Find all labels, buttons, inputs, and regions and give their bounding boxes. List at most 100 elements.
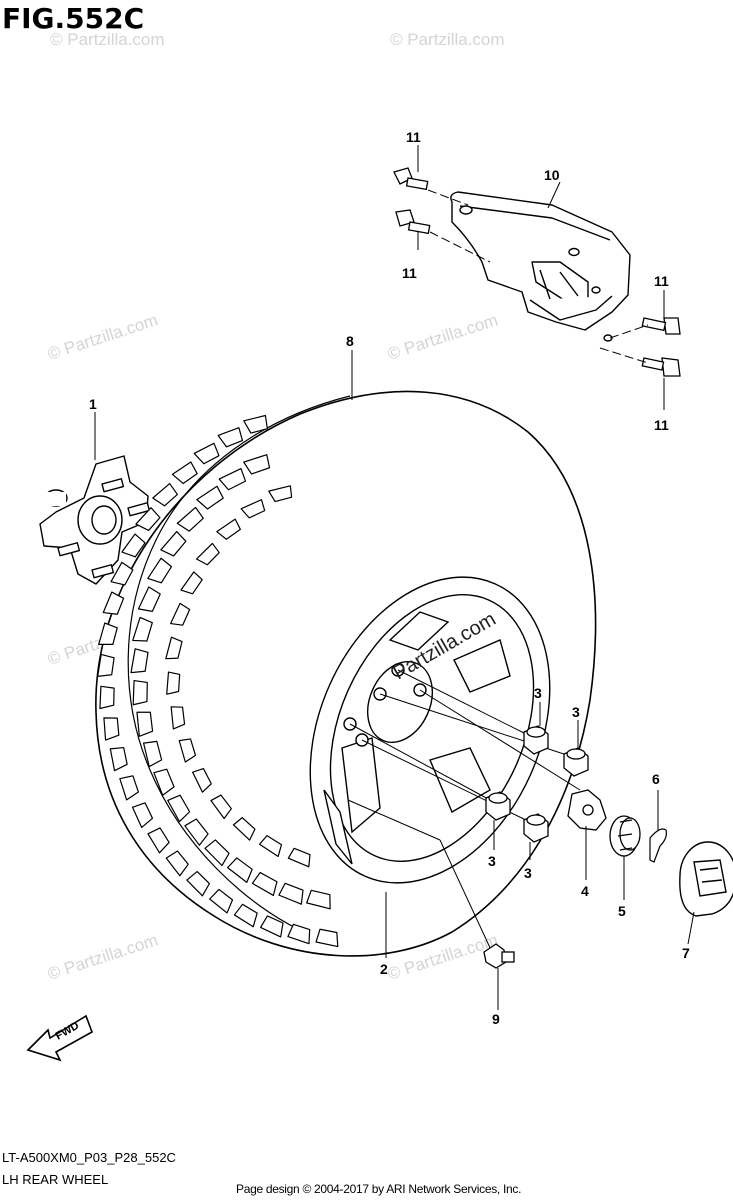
callout-3: 3 xyxy=(572,704,580,720)
tread-block xyxy=(102,591,125,615)
tread-block xyxy=(153,768,175,796)
callout-11: 11 xyxy=(406,129,421,145)
tread-block xyxy=(180,571,203,595)
callout-5: 5 xyxy=(618,903,626,919)
tread-block xyxy=(193,442,220,465)
callout-9: 9 xyxy=(492,1011,500,1027)
callout-10: 10 xyxy=(544,167,560,183)
tread-block xyxy=(136,711,154,737)
tread-block xyxy=(217,427,244,448)
tread-block xyxy=(258,835,283,858)
callout-8: 8 xyxy=(346,333,354,349)
tread-block xyxy=(121,533,146,558)
tread-block xyxy=(132,616,153,642)
watermark: © Partzilla.com xyxy=(390,30,505,49)
watermark: © Partzilla.com xyxy=(45,310,160,363)
tread-block xyxy=(167,794,191,823)
tread-block xyxy=(315,928,339,948)
tread-block xyxy=(160,530,187,557)
forward-direction-arrow-icon: FWD xyxy=(26,1014,93,1062)
tread-block xyxy=(195,542,220,566)
tread-block xyxy=(147,557,173,584)
tread-block xyxy=(216,518,241,540)
tread-block xyxy=(98,622,118,645)
callout-4: 4 xyxy=(581,883,589,899)
tread-block xyxy=(103,717,120,741)
callout-11: 11 xyxy=(654,273,669,289)
tread-block xyxy=(268,485,293,503)
hub-part xyxy=(39,455,151,585)
copyright-credit: Page design © 2004-2017 by ARI Network S… xyxy=(236,1182,522,1196)
tread-block xyxy=(178,738,197,763)
leader-lines xyxy=(94,145,695,1010)
tread-block xyxy=(260,915,284,938)
tread-block xyxy=(152,482,178,507)
tread-block xyxy=(131,802,154,829)
tread-block xyxy=(137,586,161,612)
tread-block xyxy=(287,923,311,945)
tread-block xyxy=(184,818,209,846)
tread-block xyxy=(192,767,212,793)
callout-2: 2 xyxy=(380,961,388,977)
tread-block xyxy=(135,507,161,532)
rim-part xyxy=(309,576,551,884)
tread-block xyxy=(171,461,198,485)
callout-3: 3 xyxy=(488,853,496,869)
wheel-nut-part xyxy=(485,725,589,843)
tread-block xyxy=(196,485,224,510)
tread-block xyxy=(218,467,247,491)
castle-nut-part xyxy=(609,815,641,857)
tread-block xyxy=(186,870,210,897)
tread-block xyxy=(176,506,204,532)
callout-3: 3 xyxy=(534,685,542,701)
tread-block xyxy=(227,857,253,883)
tread-block xyxy=(119,775,139,801)
reference-code: LT-A500XM0_P03_P28_552C xyxy=(2,1150,176,1165)
tread-block xyxy=(232,817,256,841)
tread-block xyxy=(278,882,304,905)
tread-block xyxy=(109,746,128,772)
bracket-part xyxy=(450,191,631,342)
tread-block xyxy=(165,636,183,660)
callout-11: 11 xyxy=(654,417,669,433)
cotter-pin-part xyxy=(649,828,667,863)
tread-block xyxy=(306,889,331,910)
callout-3: 3 xyxy=(524,865,532,881)
tread-block xyxy=(243,454,271,475)
figure-caption: LH REAR WHEEL xyxy=(2,1172,109,1187)
tread-block xyxy=(99,685,115,710)
figure-title: FIG.552C xyxy=(2,2,145,35)
valve-part xyxy=(483,943,515,969)
tread-block-group xyxy=(97,414,339,948)
tread-block xyxy=(243,414,268,434)
tread-block xyxy=(170,706,186,730)
tread-block xyxy=(240,499,266,519)
callout-6: 6 xyxy=(652,771,660,787)
callout-group: 1 2 3 3 3 3 4 5 6 7 8 9 10 11 11 11 11 xyxy=(89,129,690,1027)
watermark: © Partzilla.com xyxy=(45,930,160,983)
tread-block xyxy=(130,648,149,674)
tread-block xyxy=(132,679,148,706)
tread-block xyxy=(209,888,234,914)
tread-block xyxy=(287,847,311,868)
hub-cap-part xyxy=(679,841,733,917)
callout-1: 1 xyxy=(89,396,97,412)
watermark: © Partzilla.com xyxy=(385,310,500,363)
tread-block xyxy=(165,850,189,877)
bolt-part xyxy=(393,167,681,377)
tread-block xyxy=(251,871,278,897)
tread-block xyxy=(97,653,115,678)
tread-block xyxy=(204,839,230,867)
tread-block xyxy=(142,740,163,768)
callout-7: 7 xyxy=(682,945,690,961)
lock-washer-part xyxy=(567,789,607,831)
tread-block xyxy=(110,561,134,586)
tread-block xyxy=(210,794,232,820)
leader-lines xyxy=(427,189,649,364)
tread-block xyxy=(166,671,181,695)
tread-block xyxy=(147,827,170,854)
tread-block xyxy=(170,602,191,626)
watermark: © Partzilla.com xyxy=(50,30,165,49)
callout-11: 11 xyxy=(402,265,417,281)
